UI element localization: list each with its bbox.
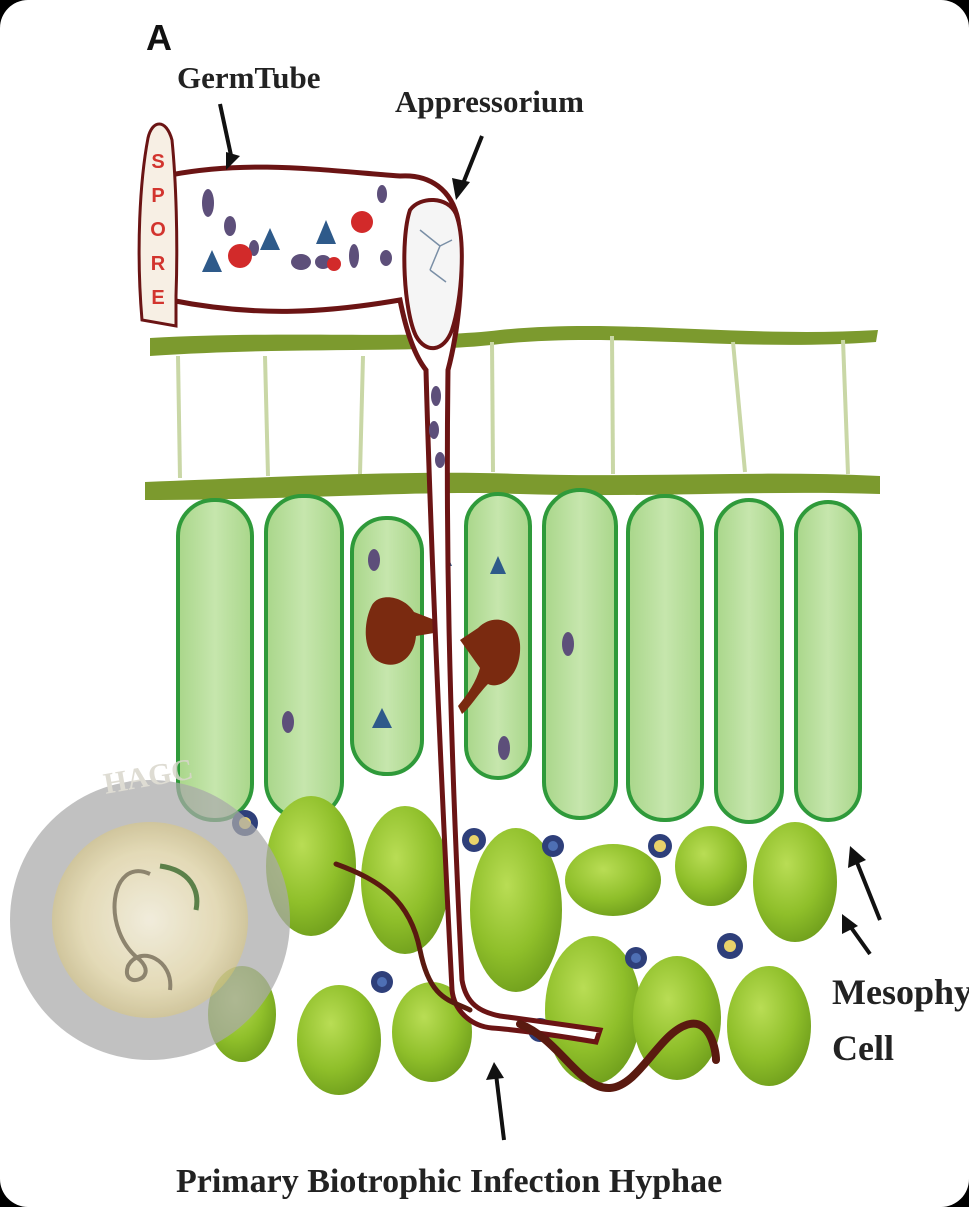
germ-tube-label: GermTube	[177, 60, 321, 95]
mesophyll-label-line2: Cell	[832, 1028, 894, 1068]
appressorium-label: Appressorium	[395, 84, 584, 119]
panel-letter: A	[146, 17, 172, 58]
svg-text:E: E	[151, 287, 164, 309]
svg-text:P: P	[151, 185, 164, 207]
svg-text:R: R	[151, 253, 166, 275]
epidermis-layer	[145, 326, 880, 500]
svg-text:O: O	[150, 219, 166, 241]
svg-text:S: S	[151, 151, 164, 173]
mesophyll-label-line1: Mesophy	[832, 972, 969, 1012]
hyphae-label: Primary Biotrophic Infection Hyphae	[176, 1163, 722, 1200]
